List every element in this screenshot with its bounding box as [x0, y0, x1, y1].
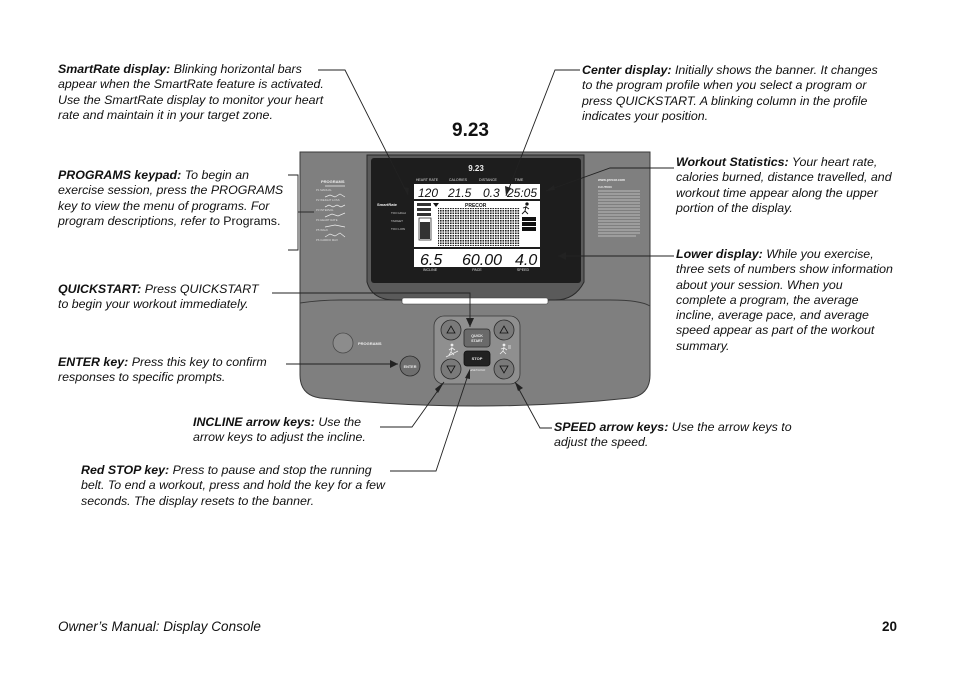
- program-item-1: P1 MANUAL: [316, 188, 332, 192]
- stat-heart-rate-value: 120: [418, 186, 438, 200]
- programs-key[interactable]: [332, 332, 354, 354]
- smartrate-label: SmartRate: [377, 202, 398, 207]
- lower-callout-text: While you exercise, three sets of number…: [676, 247, 893, 353]
- quickstart-key-label-b: START: [471, 339, 484, 343]
- incline-down-arrow-icon: [446, 365, 456, 374]
- program-item-6: P6 CARDIO MAX: [316, 238, 338, 242]
- quickstart-key[interactable]: [463, 328, 491, 348]
- program-item-4: P4 HEART RATE: [316, 218, 338, 222]
- speed-callout: SPEED arrow keys: Use the arrow keys to …: [554, 420, 816, 451]
- leader-lines: [272, 69, 674, 472]
- quickstart-callout: QUICKSTART: Press QUICKSTART to begin yo…: [58, 282, 288, 313]
- program-item-5: P5 WALK: [316, 228, 328, 232]
- stop-callout-label: Red STOP key:: [81, 463, 170, 477]
- incline-callout-text: Use the arrow keys to adjust the incline…: [193, 415, 366, 445]
- zone-too-low: TOO LOW: [391, 227, 405, 231]
- programs-key-label: PROGRAMS: [358, 341, 382, 346]
- enter-callout: ENTER key: Press this key to confirm res…: [58, 355, 293, 386]
- lower-lcd: [414, 249, 540, 267]
- position-arrow-icon: [433, 203, 439, 207]
- smartrate-callout: SmartRate display: Blinking horizontal b…: [58, 62, 333, 123]
- profile-matrix: [438, 208, 520, 244]
- zone-too-high: TOO HIGH: [391, 211, 406, 215]
- smartrate-bars: [417, 203, 432, 241]
- lower-callout-label: Lower display:: [676, 247, 763, 261]
- incline-callout-label: INCLINE arrow keys:: [193, 415, 315, 429]
- console-model-title: 9.23: [452, 120, 489, 141]
- program-item-3: P3 INTERVAL: [316, 208, 334, 212]
- reset-hold-label: RESET/HOLD: [469, 368, 486, 372]
- enter-key[interactable]: [399, 355, 421, 377]
- programs-callout-ref: Programs.: [223, 213, 281, 228]
- enter-callout-label: ENTER key:: [58, 355, 129, 369]
- brand-logo: PRECOR: [465, 203, 487, 209]
- stat-time-value: 25:05: [506, 186, 537, 200]
- incline-walker-icon: [445, 343, 459, 358]
- enter-callout-text: Press this key to confirm responses to s…: [58, 355, 267, 385]
- program-profiles: [324, 185, 346, 238]
- indicator-bar-1: [522, 217, 536, 221]
- stop-callout: Red STOP key: Press to pause and stop th…: [81, 463, 393, 509]
- speed-callout-label: SPEED arrow keys:: [554, 420, 669, 434]
- website-label: www.precor.com: [597, 178, 625, 182]
- zone-target: TARGET: [391, 219, 403, 223]
- stop-key[interactable]: [463, 350, 491, 367]
- workout-callout-label: Workout Statistics:: [676, 155, 789, 169]
- speed-down-key[interactable]: [493, 358, 515, 380]
- lower-callout: Lower display: While you exercise, three…: [676, 247, 894, 354]
- header-time: TIME: [515, 178, 524, 182]
- incline-down-key[interactable]: [440, 358, 462, 380]
- stop-callout-text: Press to pause and stop the running belt…: [81, 463, 385, 508]
- lower-pace-value: 60.00: [462, 252, 502, 269]
- programs-callout: PROGRAMS keypad: To begin an exercise se…: [58, 168, 290, 229]
- lower-incline-value: 6.5: [420, 252, 442, 269]
- smartrate-callout-label: SmartRate display:: [58, 62, 171, 76]
- enter-key-label: ENTER: [404, 365, 417, 369]
- speed-callout-text: Use the arrow keys to adjust the speed.: [554, 420, 792, 450]
- speed-down-arrow-icon: [499, 365, 509, 374]
- display-model: 9.23: [468, 164, 484, 173]
- stat-calories-value: 21.5: [447, 186, 472, 200]
- leader-arrowheads: [390, 185, 566, 393]
- stat-distance-value: 0.3: [483, 186, 500, 200]
- programs-callout-text: To begin an exercise session, press the …: [58, 168, 284, 228]
- speed-up-key[interactable]: [493, 319, 515, 341]
- caution-label: CAUTION: [598, 185, 612, 189]
- quickstart-key-label-a: QUICK: [471, 334, 483, 338]
- indicator-bar-2: [522, 222, 536, 226]
- incline-callout: INCLINE arrow keys: Use the arrow keys t…: [193, 415, 393, 446]
- smartrate-callout-text: Blinking horizontal bars appear when the…: [58, 62, 324, 122]
- header-distance: DISTANCE: [479, 178, 498, 182]
- lower-header-incline: INCLINE: [423, 268, 438, 272]
- center-callout: Center display: Initially shows the bann…: [582, 63, 882, 124]
- quickstart-callout-text-b: to begin your workout immediately.: [58, 297, 249, 312]
- caution-text-block: [598, 190, 640, 237]
- speed-runner-icon: [499, 343, 511, 355]
- quickstart-callout-text-a: Press QUICKSTART: [144, 282, 259, 296]
- indicator-bar-3: [522, 227, 536, 231]
- center-callout-text: Initially shows the banner. It changes t…: [582, 63, 878, 123]
- programs-callout-label: PROGRAMS keypad:: [58, 168, 182, 182]
- workout-callout-text: Your heart rate, calories burned, distan…: [676, 155, 892, 215]
- runner-icon: [521, 202, 530, 215]
- lower-header-pace: PACE: [472, 268, 482, 272]
- tray-slot: [401, 297, 549, 305]
- profile-baseline: [438, 244, 520, 246]
- incline-up-arrow-icon: [446, 325, 456, 334]
- workout-callout: Workout Statistics: Your heart rate, cal…: [676, 155, 894, 216]
- header-heart-rate: HEART RATE: [416, 178, 439, 182]
- incline-up-key[interactable]: [440, 319, 462, 341]
- footer-manual-title: Owner’s Manual: Display Console: [58, 619, 261, 634]
- stop-key-label: STOP: [472, 356, 483, 361]
- lower-header-speed: SPEED: [517, 268, 530, 272]
- program-item-2: P2 WEIGHT LOSS: [316, 198, 340, 202]
- footer-page-number: 20: [882, 619, 898, 634]
- speed-up-arrow-icon: [499, 325, 509, 334]
- quickstart-callout-label: QUICKSTART:: [58, 282, 142, 296]
- center-callout-label: Center display:: [582, 63, 672, 77]
- programs-list-header: PROGRAMS: [321, 179, 345, 184]
- header-calories: CALORIES: [449, 178, 468, 182]
- lower-speed-value: 4.0: [515, 252, 537, 269]
